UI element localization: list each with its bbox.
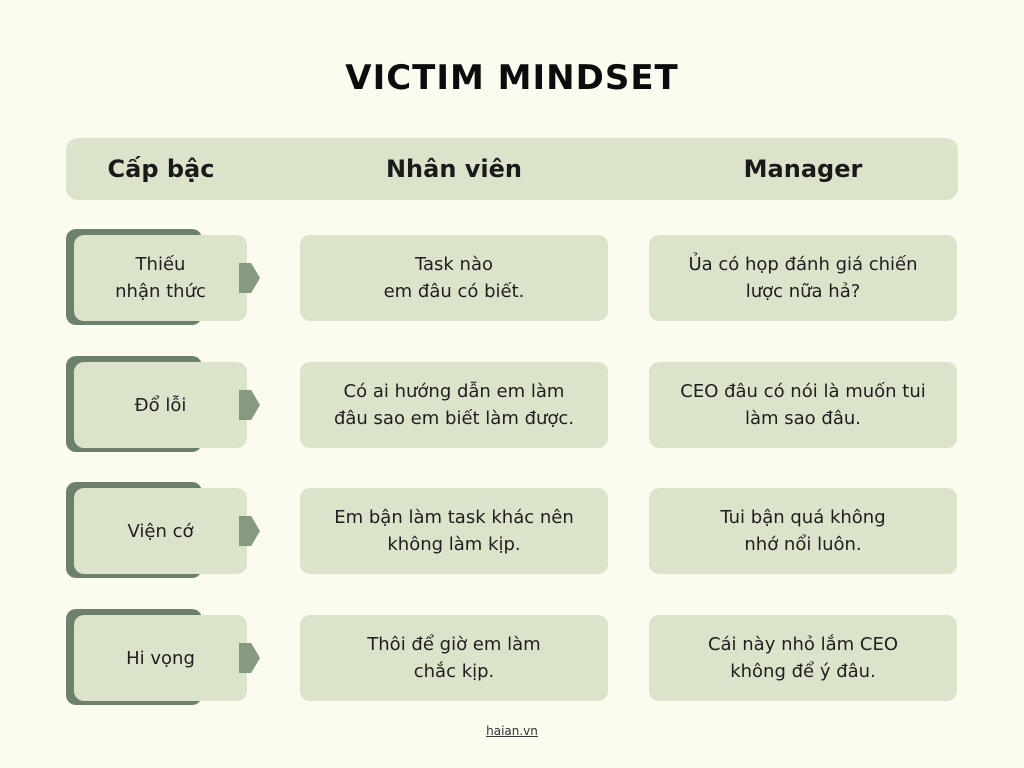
staff-text: Em bận làm task khác nên không làm kịp.: [314, 504, 594, 558]
level-box: Đổ lỗi: [74, 362, 247, 448]
manager-text: CEO đâu có nói là muốn tui làm sao đâu.: [663, 378, 943, 432]
text-line: đâu sao em biết làm được.: [333, 408, 575, 429]
text-line: làm sao đâu.: [744, 408, 861, 429]
level-box: Hi vọng: [74, 615, 247, 701]
manager-cell: Cái này nhỏ lắm CEO không để ý đâu.: [649, 615, 957, 701]
level-text: Hi vọng: [86, 645, 236, 672]
level-text: Viện cớ: [86, 518, 236, 545]
text-line: nhớ nổi luôn.: [744, 534, 862, 555]
staff-text: Thôi để giờ em làm chắc kịp.: [314, 631, 594, 685]
text-line: CEO đâu có nói là muốn tui: [680, 381, 926, 402]
manager-text: Tui bận quá không nhớ nổi luôn.: [663, 504, 943, 558]
arrow-right-icon: [239, 643, 260, 673]
text-line: Viện cớ: [127, 520, 194, 542]
text-line: Có ai hướng dẫn em làm: [343, 381, 565, 402]
text-line: Đổ lỗi: [134, 394, 187, 416]
level-box: Thiếu nhận thức: [74, 235, 247, 321]
text-line: Em bận làm task khác nên: [334, 507, 574, 528]
row-2: Đổ lỗi Có ai hướng dẫn em làm đâu sao em…: [0, 356, 1024, 456]
text-line: em đâu có biết.: [383, 281, 525, 302]
text-line: không để ý đâu.: [730, 661, 876, 682]
arrow-right-icon: [239, 263, 260, 293]
staff-cell: Em bận làm task khác nên không làm kịp.: [300, 488, 608, 574]
arrow-right-icon: [239, 516, 260, 546]
page-title: VICTIM MINDSET: [345, 58, 679, 98]
staff-cell: Task nào em đâu có biết.: [300, 235, 608, 321]
level-text: Đổ lỗi: [86, 392, 236, 419]
header-manager: Manager: [743, 155, 863, 183]
text-line: chắc kịp.: [413, 661, 495, 682]
header-level: Cấp bậc: [107, 155, 215, 183]
text-line: Tui bận quá không: [720, 507, 886, 528]
row-1: Thiếu nhận thức Task nào em đâu có biết.…: [0, 229, 1024, 329]
text-line: Hi vọng: [126, 647, 195, 669]
level-box: Viện cớ: [74, 488, 247, 574]
manager-text: Ủa có họp đánh giá chiến lược nữa hả?: [663, 251, 943, 305]
staff-text: Task nào em đâu có biết.: [314, 251, 594, 305]
staff-cell: Có ai hướng dẫn em làm đâu sao em biết l…: [300, 362, 608, 448]
arrow-right-icon: [239, 390, 260, 420]
row-3: Viện cớ Em bận làm task khác nên không l…: [0, 482, 1024, 582]
text-line: Thôi để giờ em làm: [367, 634, 541, 655]
text-line: Task nào: [414, 254, 494, 275]
manager-text: Cái này nhỏ lắm CEO không để ý đâu.: [663, 631, 943, 685]
text-line: không làm kịp.: [387, 534, 521, 555]
footer-link[interactable]: haian.vn: [486, 724, 538, 738]
level-text: Thiếu nhận thức: [86, 251, 236, 305]
header-staff: Nhân viên: [385, 155, 523, 183]
manager-cell: Tui bận quá không nhớ nổi luôn.: [649, 488, 957, 574]
manager-cell: Ủa có họp đánh giá chiến lược nữa hả?: [649, 235, 957, 321]
manager-cell: CEO đâu có nói là muốn tui làm sao đâu.: [649, 362, 957, 448]
text-line: Ủa có họp đánh giá chiến: [688, 254, 918, 275]
header-bar: Cấp bậc Nhân viên Manager: [66, 138, 958, 200]
text-line: lược nữa hả?: [745, 281, 861, 302]
staff-text: Có ai hướng dẫn em làm đâu sao em biết l…: [314, 378, 594, 432]
row-4: Hi vọng Thôi để giờ em làm chắc kịp. Cái…: [0, 609, 1024, 709]
text-line: nhận thức: [115, 281, 206, 302]
staff-cell: Thôi để giờ em làm chắc kịp.: [300, 615, 608, 701]
text-line: Cái này nhỏ lắm CEO: [707, 634, 899, 655]
text-line: Thiếu: [135, 254, 186, 275]
